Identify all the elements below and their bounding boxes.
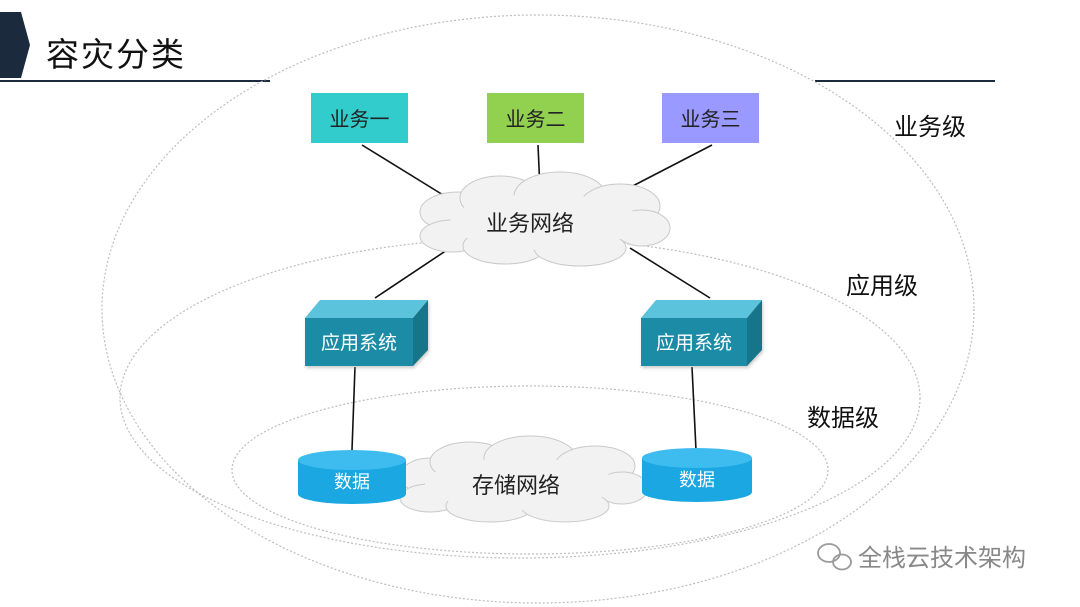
app-system-right-side	[747, 300, 762, 366]
app-system-left-side	[413, 300, 428, 366]
data-store-right	[642, 448, 752, 502]
data-store-left-label: 数据	[334, 472, 370, 493]
business-box-2-label: 业务二	[506, 107, 566, 131]
business-level-ellipse	[101, 14, 975, 604]
app-system-left-label: 应用系统	[321, 332, 397, 354]
connector-network-app-left	[374, 247, 451, 299]
data-level-ellipse	[231, 385, 829, 555]
app-system-right-label: 应用系统	[656, 332, 732, 354]
connector-business3-network	[624, 144, 713, 191]
data-store-left	[298, 450, 406, 504]
business-box-2-rect	[487, 93, 584, 143]
application-level-label: 应用级	[846, 272, 918, 300]
page-title: 容灾分类	[46, 35, 186, 74]
wechat-icon	[817, 543, 852, 571]
connector-app-right-data	[691, 366, 697, 451]
app-system-right-front	[641, 318, 747, 366]
app-system-left-front	[305, 318, 413, 366]
connector-app-left-data	[351, 366, 356, 451]
business-network-label: 业务网络	[486, 212, 574, 237]
data-store-right-label: 数据	[679, 470, 715, 491]
watermark-text: 全栈云技术架构	[858, 544, 1026, 572]
business-box-3: 业务三	[662, 93, 759, 143]
business-box-2: 业务二	[487, 93, 584, 143]
business-level-label: 业务级	[894, 113, 966, 141]
title-underline-left	[0, 80, 270, 82]
storage-network-label: 存储网络	[472, 474, 560, 499]
connector-network-app-right	[629, 247, 711, 299]
business-box-1-label: 业务一	[330, 107, 390, 131]
app-system-left-top	[305, 300, 428, 318]
data-level-label: 数据级	[807, 404, 879, 432]
app-system-right-top	[641, 300, 762, 318]
connector-business1-network	[361, 144, 449, 199]
app-system-left	[305, 300, 428, 366]
business-box-3-rect	[662, 93, 759, 143]
business-network-cloud	[419, 171, 671, 267]
app-system-right	[641, 300, 762, 366]
title-underline-right	[815, 80, 995, 82]
business-box-1: 业务一	[311, 93, 408, 143]
connector-lines	[351, 144, 713, 451]
title-bar: 容灾分类	[0, 0, 1080, 90]
storage-network-cloud	[399, 435, 649, 523]
business-box-1-rect	[311, 93, 408, 143]
business-box-3-label: 业务三	[681, 107, 741, 131]
